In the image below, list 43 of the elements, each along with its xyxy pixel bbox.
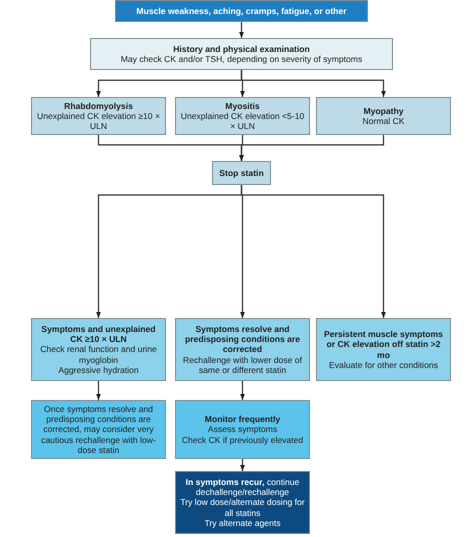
arrow [240,381,245,400]
box-text: Normal CK [362,116,405,126]
process-box [31,318,166,381]
process-box [175,318,310,381]
arrow [96,381,101,400]
result-box [175,471,310,534]
process-box [90,38,393,70]
box-text: May check CK and/or TSH, depending on severity of symptoms [120,54,362,64]
arrow [240,459,245,471]
arrow [240,70,386,97]
action-box [212,161,271,185]
box-text: Stop statin [219,168,264,178]
box-text: Assess symptoms [208,424,278,435]
box-text: Unexplained CK elevation <5-10 × ULN [180,110,306,132]
diagnosis-box [31,97,166,135]
box-heading: Myopathy [363,106,404,116]
box-heading: Symptoms resolve and predisposing conditions are corrected [184,324,302,355]
box-text: Evaluate for other conditions [329,360,438,370]
box-text: Unexplained CK elevation ≥10 × ULN [36,110,161,132]
arrow [239,135,384,161]
box-text: Try low dose/alternate dosing for all statins [179,497,306,518]
process-box [31,400,166,459]
diagnosis-box [175,97,310,135]
box-text: Check CK if previously elevated [182,434,304,445]
box-text: In symptoms recur, continue dechallenge/rechallenge [184,476,300,498]
box-text: Once symptoms resolve and predisposing conditions are corrected, may consider very cautious rechallenge with low-dose statin [40,404,157,456]
box-text: Try alternate agents [204,518,281,528]
diagnosis-box [316,97,451,135]
box-heading: History and physical examination [173,44,310,54]
process-box [316,318,451,381]
box-text: Rechallenge with lower dose of same or different statin [182,354,303,376]
box-text: Aggressive hydration [58,364,139,376]
box-heading: Persistent muscle symptoms or CK elevation off statin >2 mo [323,328,444,360]
box-text: Muscle weakness, aching, cramps, fatigue, or other [136,6,347,16]
box-heading: Rhabdomyolysis [64,100,133,111]
top-box [115,0,368,22]
box-text: Check renal function and urine myoglobin [39,344,158,365]
process-box [175,400,310,459]
box-heading: Symptoms and unexplained CK ≥10 × ULN [40,324,157,344]
arrow [239,22,244,38]
box-heading: Monitor frequently [204,414,280,424]
box-heading: Myositis [225,100,260,111]
arrow [240,185,386,318]
